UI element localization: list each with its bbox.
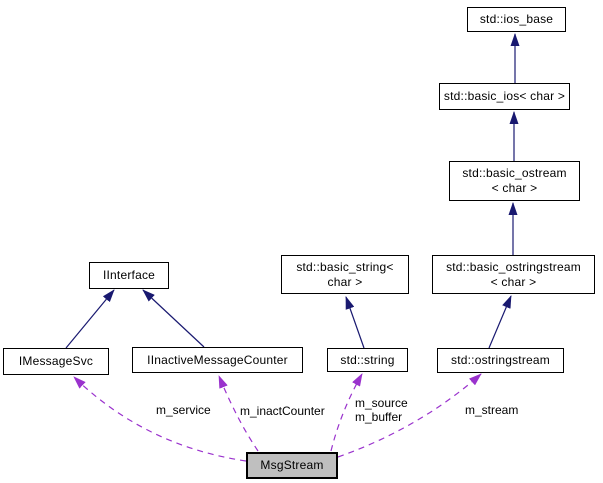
class-node-imessagesvc[interactable]: IMessageSvc	[3, 348, 109, 375]
edge-member-m-stream-to-ostringstream	[337, 373, 482, 458]
class-node-label: std::ios_base	[479, 12, 554, 26]
edge-label-m-buffer: m_buffer	[355, 410, 403, 424]
edge-label-m-inactcounter: m_inactCounter	[240, 404, 325, 418]
class-node-label: std::basic_ios< char >	[443, 89, 566, 103]
class-node-msgstream: MsgStream	[246, 452, 338, 479]
edge-member-m-service-to-imessagesvc	[73, 376, 247, 462]
edge-label-m-source: m_source	[355, 396, 408, 410]
edge-label-m-stream: m_stream	[465, 403, 519, 417]
class-node-std-ostringstream[interactable]: std::ostringstream	[437, 348, 564, 373]
class-node-label-line2: < char >	[491, 181, 538, 195]
class-node-label: IMessageSvc	[18, 354, 94, 368]
class-node-label-line2: char >	[327, 274, 363, 289]
class-node-std-ios-base[interactable]: std::ios_base	[467, 7, 566, 32]
class-node-std-string[interactable]: std::string	[327, 348, 408, 372]
class-node-std-basic-ostream[interactable]: std::basic_ostream < char >	[449, 161, 580, 201]
class-node-label: IInterface	[102, 268, 156, 282]
edge-label-m-service: m_service	[156, 403, 211, 417]
class-node-iinterface[interactable]: IInterface	[89, 262, 169, 289]
class-node-label-line2: < char >	[490, 274, 537, 289]
class-node-std-basic-ostringstream[interactable]: std::basic_ostringstream < char >	[432, 255, 595, 294]
edge-inheritance-imessagesvc-to-iinterface	[65, 289, 115, 349]
edge-inheritance-iinactivemessagecounter-to-iinterface	[142, 289, 205, 348]
class-node-std-basic-string[interactable]: std::basic_string< char >	[281, 255, 409, 294]
class-node-label-line1: std::basic_ostringstream	[446, 259, 581, 274]
class-node-label: std::ostringstream	[451, 353, 550, 367]
edge-label-m-source-m-buffer: m_source m_buffer	[355, 396, 408, 424]
class-node-label-line1: std::basic_string<	[296, 259, 394, 274]
class-node-std-basic-ios[interactable]: std::basic_ios< char >	[439, 83, 570, 110]
edge-inheritance-string-to-basic-string	[345, 296, 365, 349]
class-node-iinactivemessagecounter[interactable]: IInactiveMessageCounter	[132, 347, 303, 373]
class-node-label: MsgStream	[260, 458, 324, 472]
class-node-label: std::string	[340, 352, 395, 367]
class-node-label-line1: std::basic_ostream	[462, 166, 567, 180]
class-node-label: IInactiveMessageCounter	[147, 352, 288, 367]
edge-inheritance-ostringstream-to-basic-ostringstream	[488, 295, 512, 349]
